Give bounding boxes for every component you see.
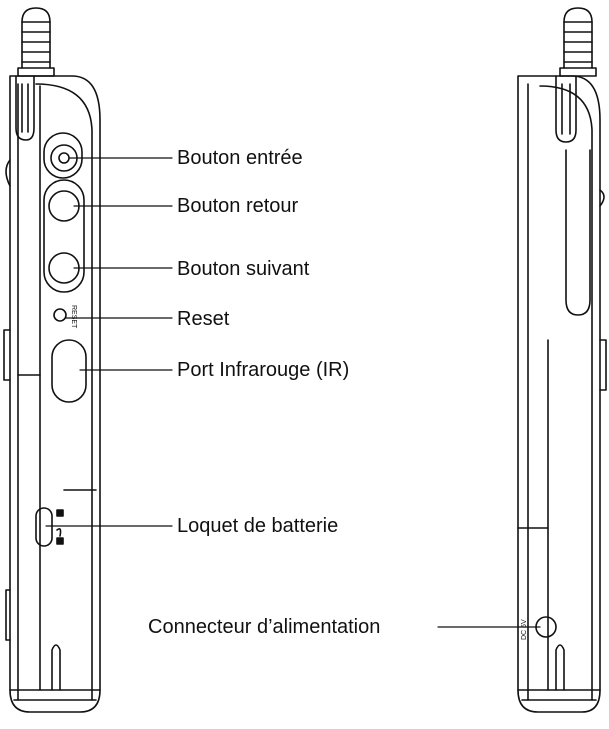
battery-latch-shape bbox=[35, 507, 53, 547]
body-left bbox=[3, 75, 101, 713]
label-reset: Reset bbox=[177, 308, 230, 330]
label-back-button: Bouton retour bbox=[177, 195, 299, 217]
reset-hole-shape bbox=[53, 308, 67, 322]
left-device: RESET bbox=[3, 7, 101, 713]
dc-engraving: DC 5V bbox=[521, 619, 528, 640]
antenna-right bbox=[559, 7, 597, 77]
stylus-clip-left bbox=[15, 75, 35, 141]
body-right bbox=[517, 75, 607, 713]
reset-engraving: RESET bbox=[70, 305, 77, 329]
right-device: DC 5V bbox=[517, 7, 607, 713]
label-ir-port: Port Infrarouge (IR) bbox=[177, 359, 350, 381]
ir-port-shape bbox=[51, 339, 87, 403]
stylus-clip-right bbox=[555, 75, 591, 316]
label-next-button: Bouton suivant bbox=[177, 258, 310, 280]
label-enter-button: Bouton entrée bbox=[177, 147, 303, 169]
label-power-connector: Connecteur d’alimentation bbox=[148, 616, 381, 638]
button-panel-left bbox=[35, 132, 87, 547]
label-battery-latch: Loquet de batterie bbox=[177, 515, 339, 537]
leader-lines bbox=[45, 157, 541, 628]
antenna-left bbox=[17, 7, 55, 77]
